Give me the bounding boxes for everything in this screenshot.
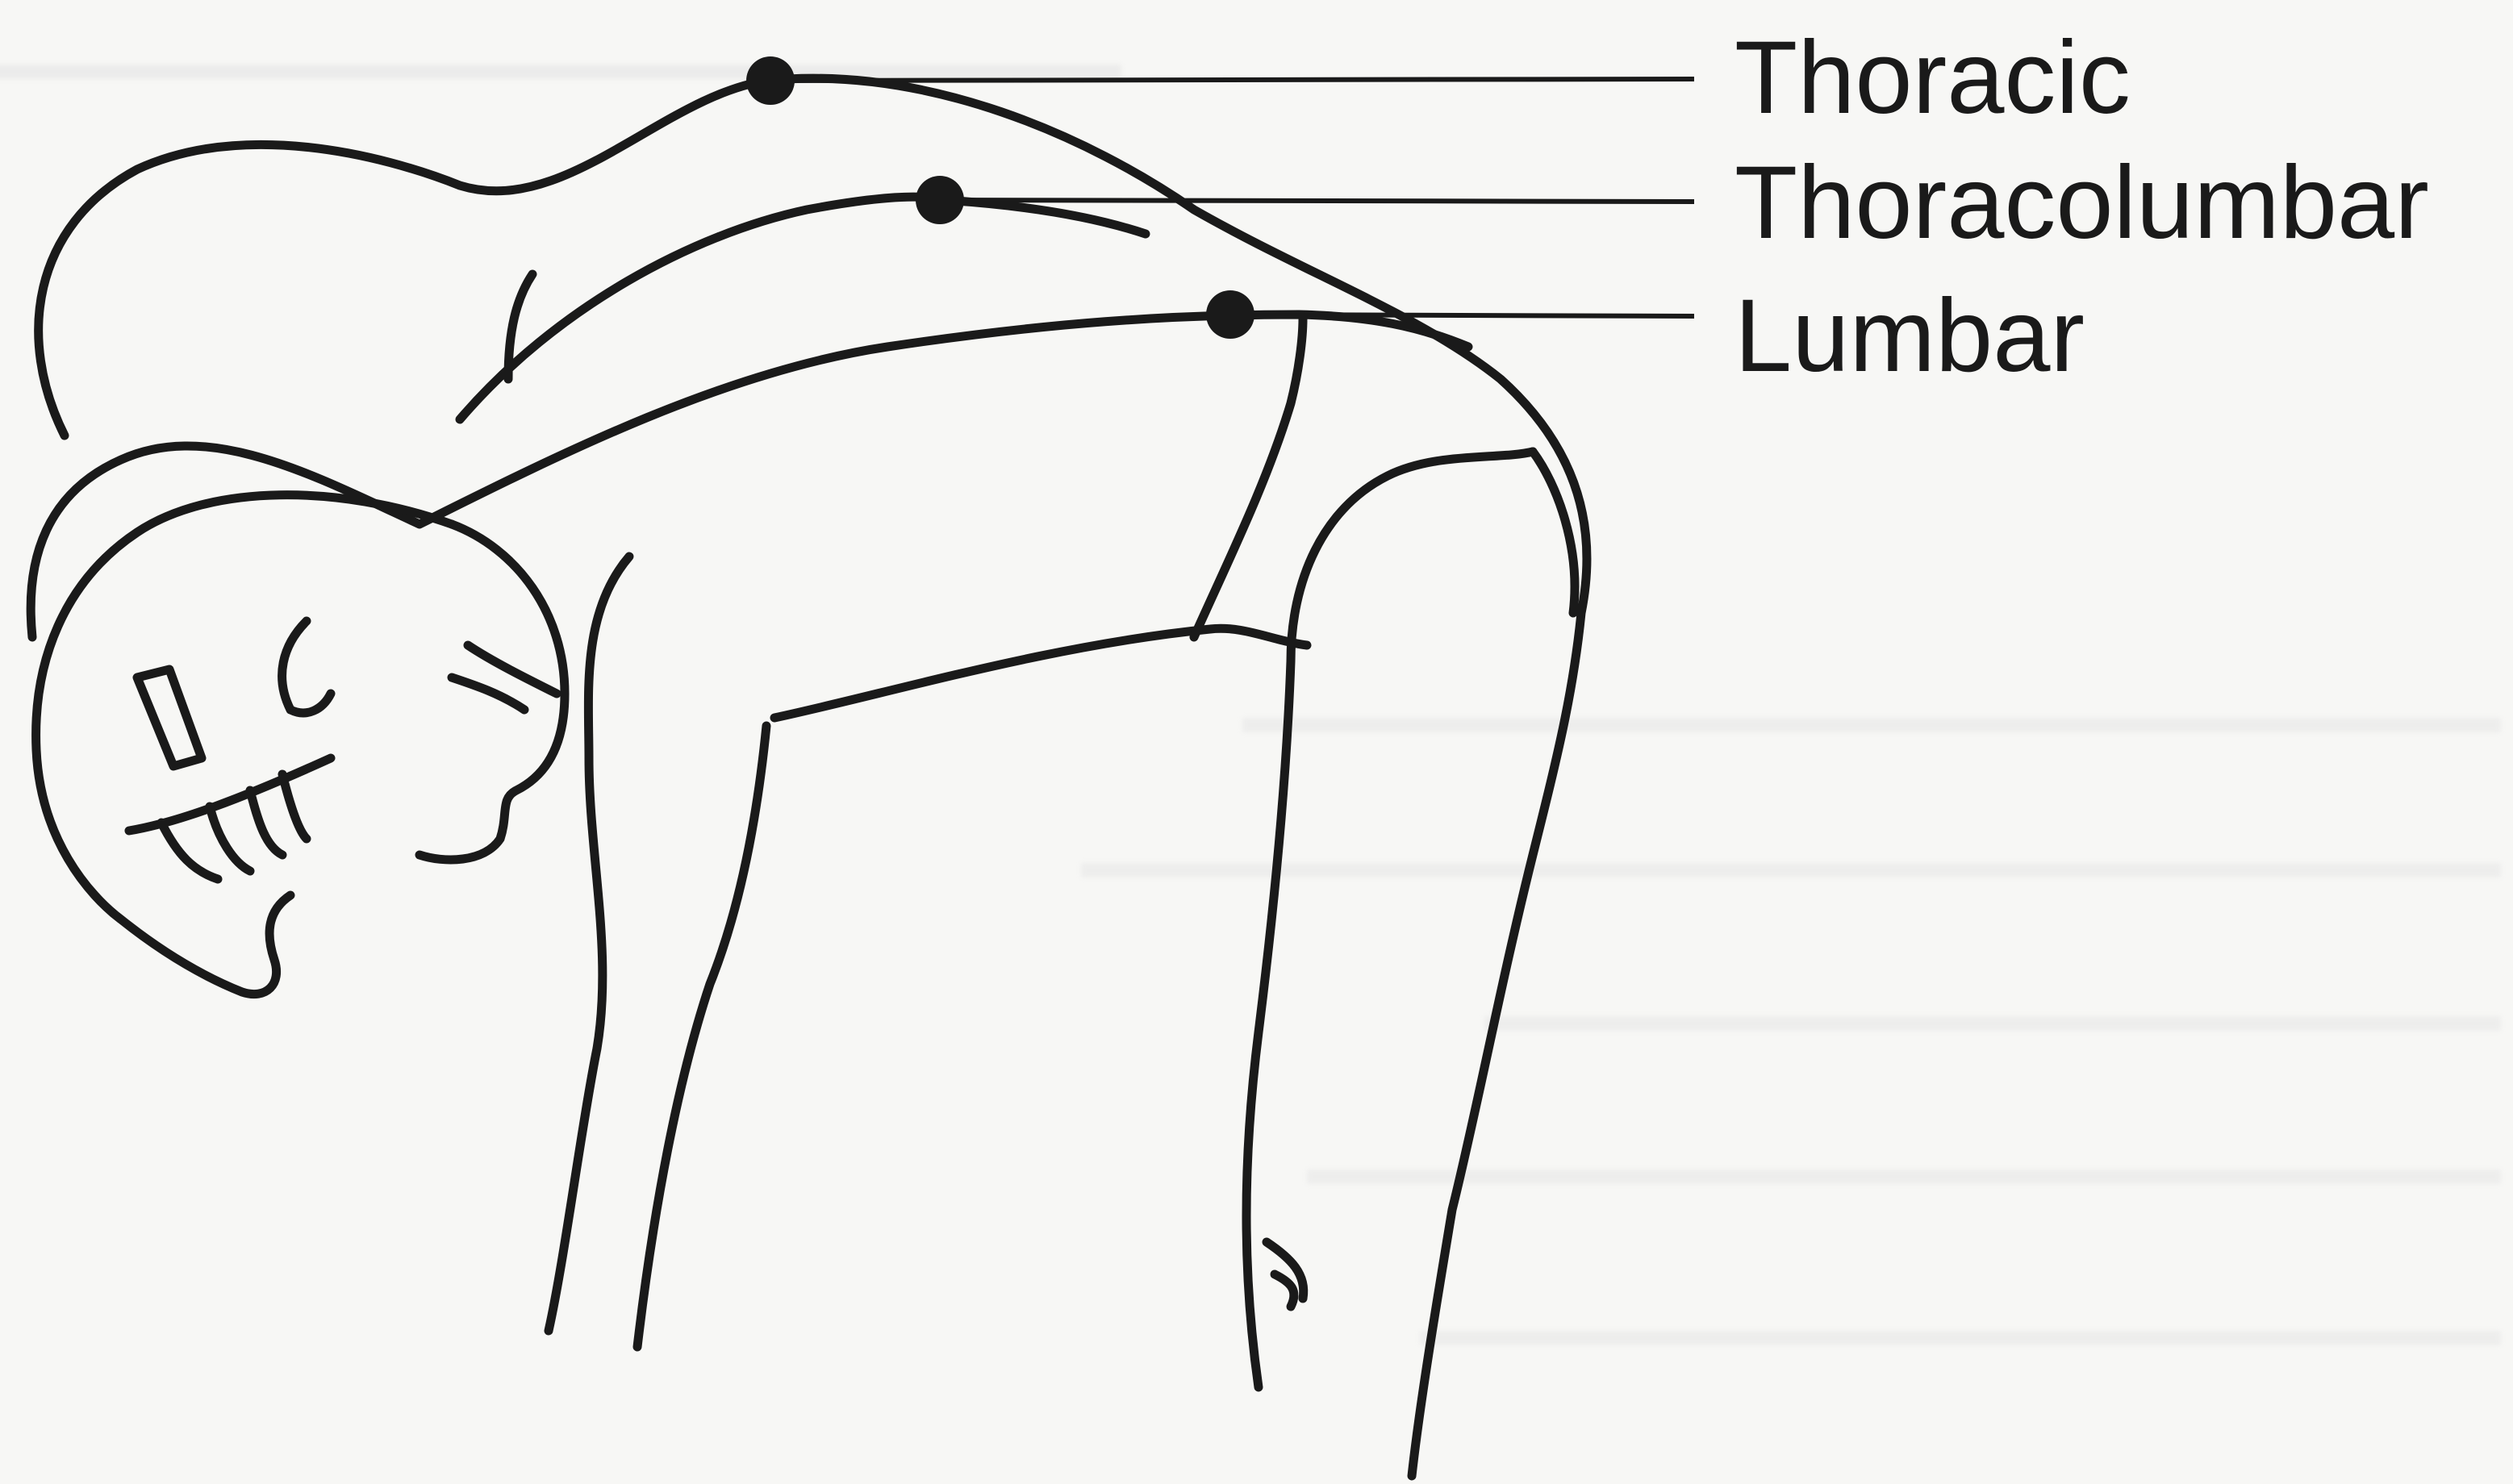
label-lumbar: Lumbar bbox=[1734, 278, 2085, 394]
arm-right-outer bbox=[1246, 452, 1533, 1387]
hand bbox=[1267, 1242, 1304, 1307]
marker-lumbar bbox=[1206, 290, 1254, 339]
arm-left-inner bbox=[637, 726, 766, 1347]
ear bbox=[137, 669, 202, 766]
leader-line-thoracolumbar bbox=[944, 200, 1694, 202]
leader-line-lumbar bbox=[1234, 315, 1694, 316]
head-outline bbox=[36, 495, 452, 994]
back-outline bbox=[39, 78, 1587, 1476]
lumbar-line bbox=[31, 315, 1468, 637]
brow bbox=[452, 645, 557, 710]
leader-line-thoracic bbox=[770, 79, 1694, 81]
chest-line bbox=[774, 628, 1307, 718]
label-thoracolumbar: Thoracolumbar bbox=[1734, 145, 2429, 261]
eye bbox=[282, 621, 331, 713]
marker-thoracic bbox=[746, 56, 795, 105]
mouth bbox=[129, 758, 331, 879]
label-thoracic: Thoracic bbox=[1734, 20, 2131, 135]
thoracolumbar-line bbox=[460, 197, 1146, 419]
hip-line bbox=[1194, 319, 1303, 637]
marker-thoracolumbar bbox=[916, 176, 964, 224]
